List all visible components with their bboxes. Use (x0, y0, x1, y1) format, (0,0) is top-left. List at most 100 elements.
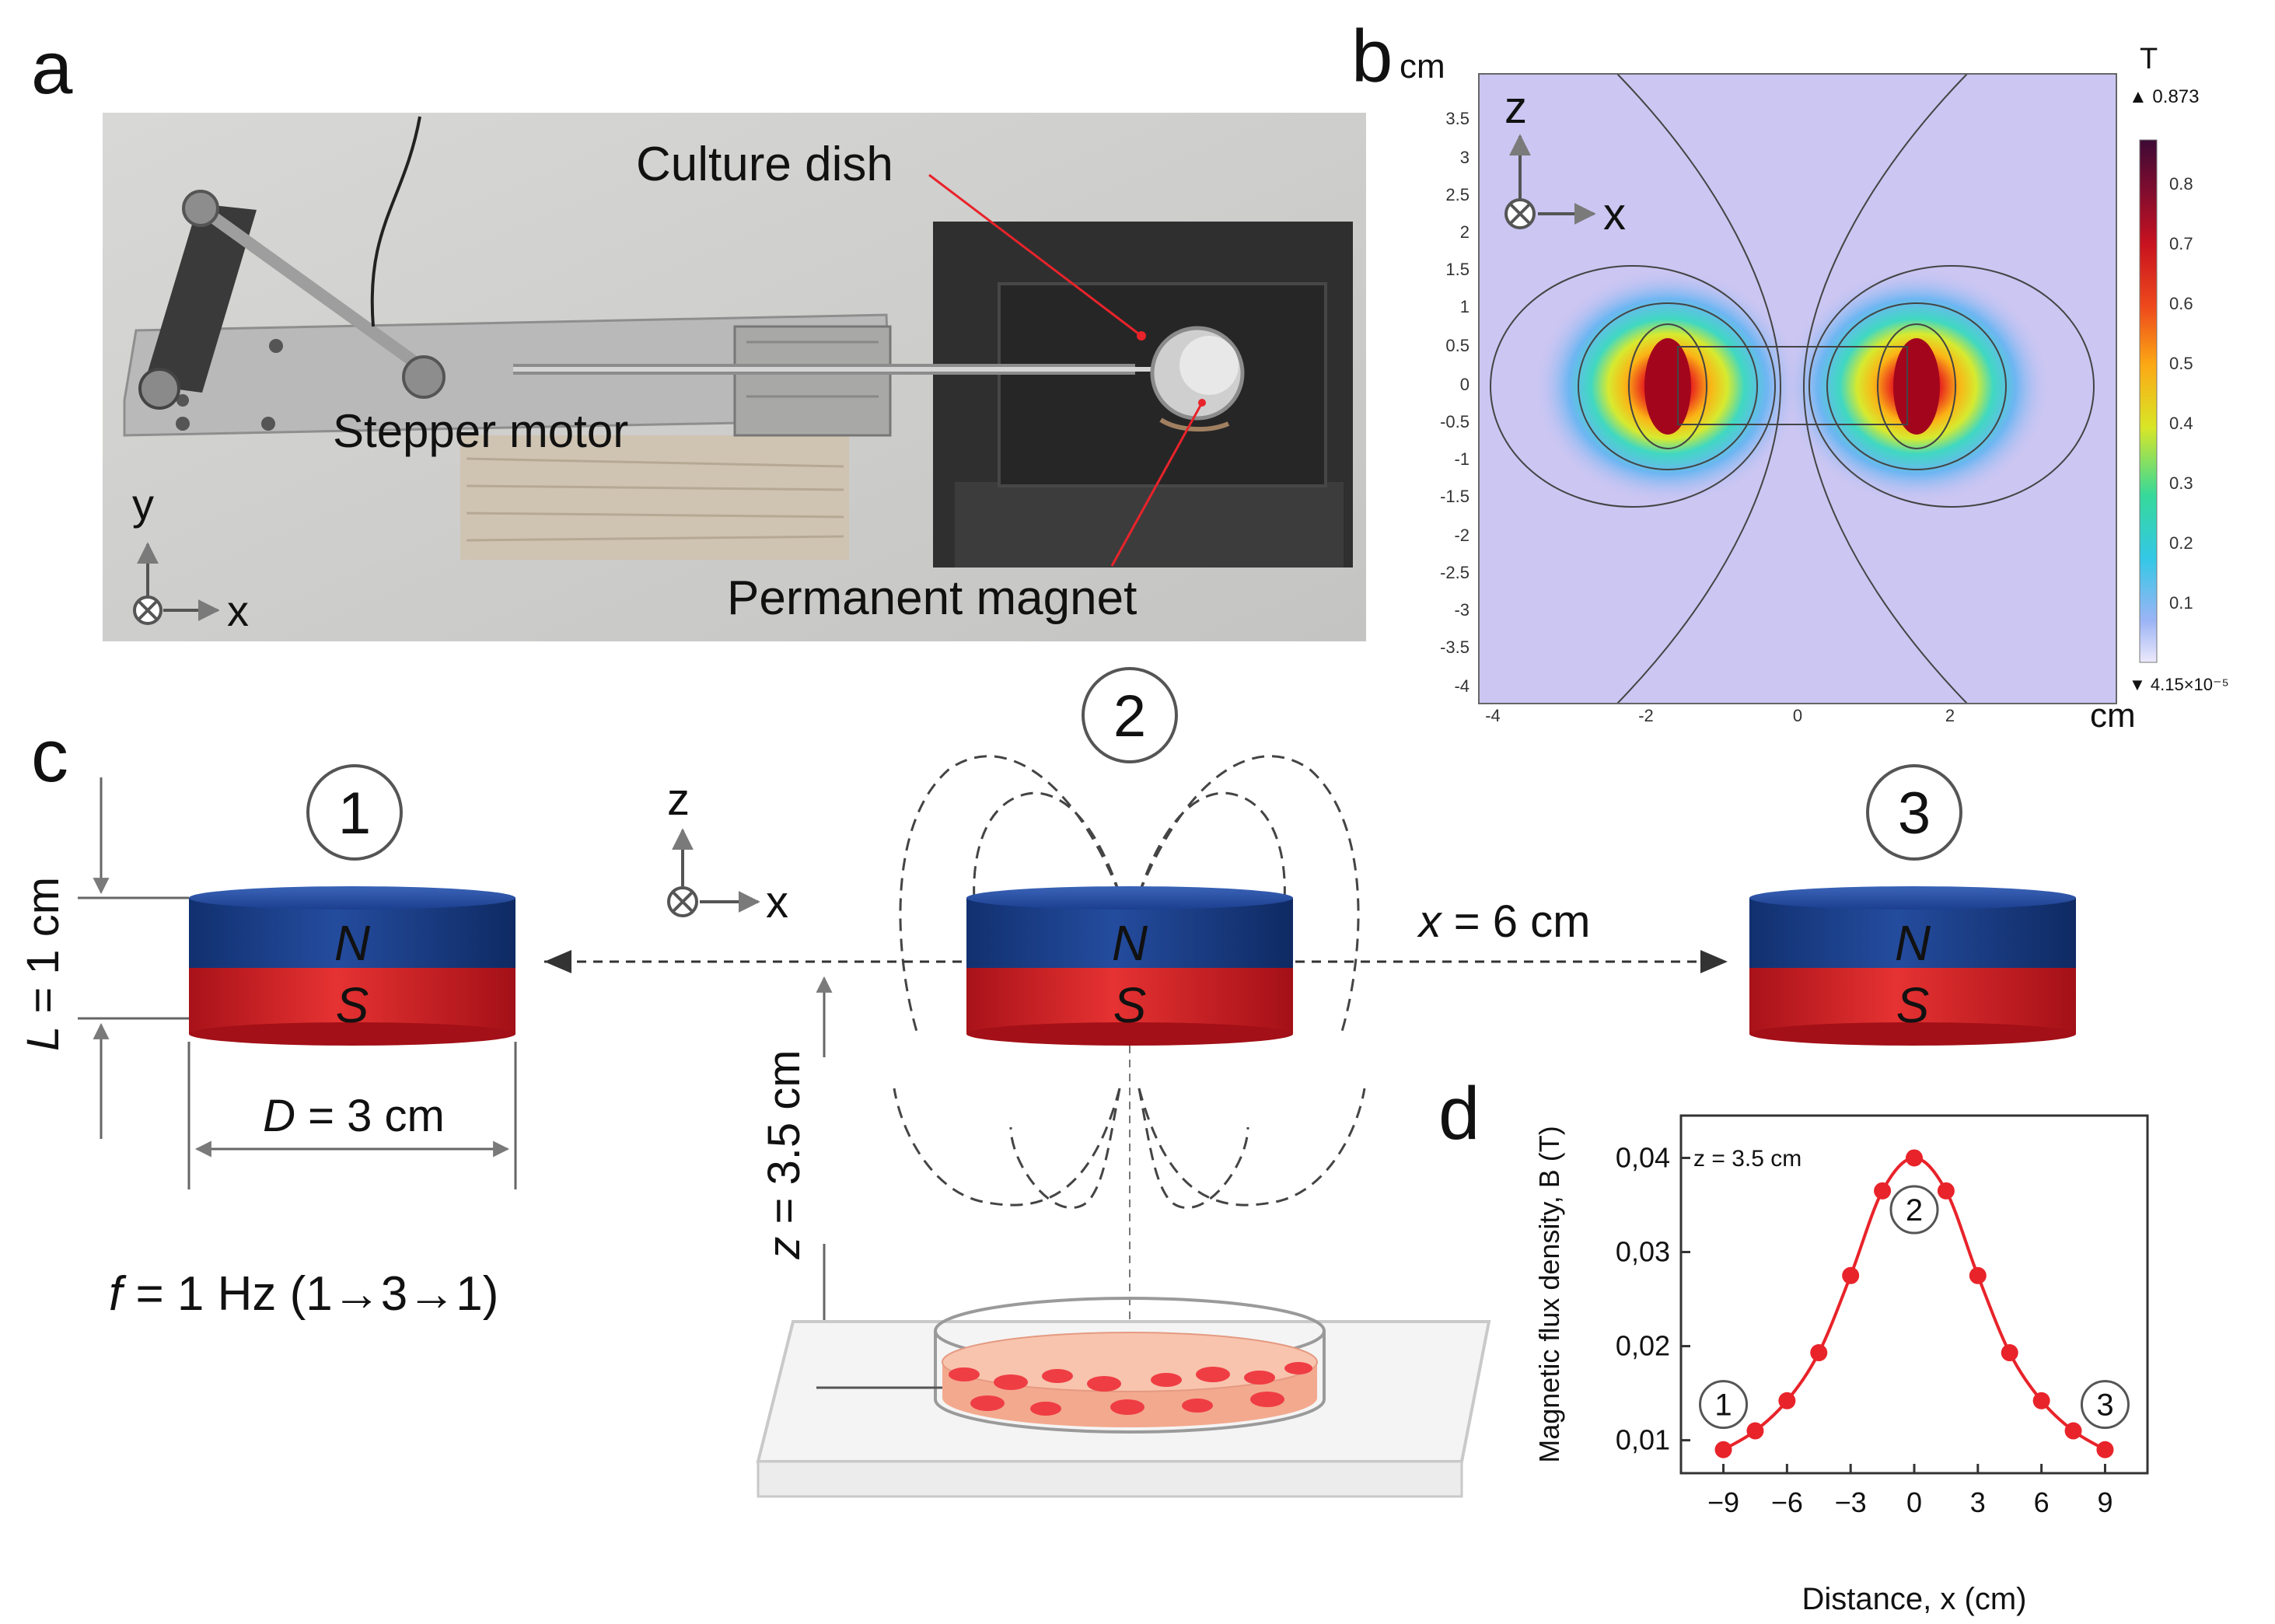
frequency-label: f = 1 Hz (1→3→1) (109, 1267, 498, 1321)
data-point (1874, 1182, 1892, 1200)
svg-text:-1: -1 (1454, 449, 1469, 469)
diagram-axis-x-label: x (766, 877, 788, 927)
chart-position-marker (1889, 1185, 1939, 1235)
D-dimension-label: D = 3 cm (263, 1091, 445, 1141)
position-1-label: 1 (338, 781, 371, 847)
svg-text:2: 2 (1945, 706, 1955, 725)
magnet-1: N S (189, 886, 515, 1046)
data-point (1746, 1422, 1764, 1440)
svg-text:1: 1 (1460, 297, 1469, 316)
chart-position-marker (2080, 1380, 2130, 1430)
svg-text:S: S (1896, 977, 1930, 1033)
chart-y-axis-label: Magnetic flux density, B (T) (1533, 1126, 1565, 1462)
svg-text:-1.5: -1.5 (1440, 487, 1469, 506)
position-markers (306, 667, 1962, 861)
x-tick-label: −9 (1707, 1486, 1739, 1518)
chart-position-marker-label: 1 (1714, 1388, 1732, 1423)
svg-text:0.5: 0.5 (2169, 354, 2193, 373)
z-distance-label: z = 3.5 cm (759, 1049, 809, 1259)
data-point (1906, 1149, 1923, 1167)
data-point (1778, 1392, 1796, 1409)
data-point (1842, 1266, 1860, 1284)
heatmap-x-ticks: -4 -2 0 2 (1485, 706, 1955, 725)
x-distance-label: x = 6 cm (1417, 896, 1591, 947)
culture-dish-illustration (756, 1297, 1491, 1498)
data-point (1937, 1182, 1955, 1200)
culture-dish-label: Culture dish (636, 138, 893, 191)
colorbar-max: ▲ 0.873 (2129, 86, 2199, 107)
svg-text:-2.5: -2.5 (1440, 563, 1469, 582)
data-point (1969, 1266, 1987, 1284)
panel-letter-a: a (31, 26, 73, 110)
y-tick-label: 0,04 (1616, 1141, 1670, 1173)
chart-position-marker (1699, 1380, 1749, 1430)
x-tick-label: −6 (1771, 1486, 1803, 1518)
svg-text:0.3: 0.3 (2169, 473, 2193, 493)
y-tick-label: 0,01 (1616, 1424, 1670, 1456)
photo-axis-x-label: x (227, 586, 249, 635)
diagram-axis-z-label: z (667, 774, 690, 825)
photo-axis-y-label: y (132, 480, 154, 529)
svg-text:0.8: 0.8 (2169, 174, 2193, 194)
x-tick-label: 9 (2097, 1486, 2112, 1518)
chart-position-marker-label: 2 (1906, 1193, 1923, 1228)
magnet-2: N S (966, 886, 1293, 1046)
chart-x-axis-label: Distance, x (cm) (1802, 1582, 2027, 1616)
svg-text:S: S (336, 977, 369, 1033)
colorbar-unit: T (2140, 43, 2158, 75)
L-dimension-label: L = 1 cm (18, 877, 68, 1051)
magnet-3: N S (1749, 886, 2076, 1046)
svg-text:0.5: 0.5 (1445, 336, 1469, 355)
svg-text:0: 0 (1793, 706, 1802, 725)
svg-text:-3.5: -3.5 (1440, 637, 1469, 657)
data-point (2001, 1344, 2018, 1362)
position-2-label: 2 (1113, 683, 1146, 749)
diagram-axes (667, 828, 760, 917)
svg-text:-3: -3 (1454, 600, 1469, 620)
svg-text:-2: -2 (1638, 706, 1654, 725)
svg-text:0.7: 0.7 (2169, 234, 2193, 253)
svg-text:0: 0 (1460, 375, 1469, 394)
heatmap-axis-x-label: x (1603, 189, 1626, 239)
svg-text:-4: -4 (1485, 706, 1501, 725)
position-3-label: 3 (1898, 781, 1931, 847)
svg-text:N: N (1895, 915, 1931, 971)
svg-text:0.2: 0.2 (2169, 533, 2193, 553)
svg-text:2: 2 (1460, 222, 1469, 242)
heatmap-x-unit: cm (2090, 697, 2136, 735)
x-tick-label: 0 (1906, 1486, 1922, 1518)
data-point (1714, 1441, 1732, 1458)
field-heatmap: z x (1478, 73, 2117, 704)
travel-arrow-left (544, 950, 571, 973)
data-point (2032, 1392, 2050, 1409)
stepper-motor-label: Stepper motor (333, 405, 628, 457)
svg-text:1.5: 1.5 (1445, 260, 1469, 279)
svg-text:0.4: 0.4 (2169, 414, 2193, 433)
field-lines (893, 755, 1366, 1209)
panel-letter-d: d (1438, 1072, 1480, 1155)
data-point (2064, 1422, 2082, 1440)
photo-setup: Culture dish Stepper motor Permanent mag… (103, 113, 1366, 641)
colorbar: T ▲ 0.873 0.8 0.7 0.6 0.5 0.4 0.3 0.2 0.… (2129, 43, 2229, 694)
colorbar-min: ▼ 4.15×10⁻⁵ (2129, 675, 2229, 694)
panel-letter-b: b (1351, 15, 1393, 98)
x-tick-label: 3 (1970, 1486, 1986, 1518)
heatmap-y-ticks: 3.5 3 2.5 2 1.5 1 0.5 0 -0.5 -1 -1.5 -2 … (1440, 109, 1469, 696)
travel-arrow-right (1700, 950, 1728, 973)
x-tick-label: 6 (2034, 1486, 2050, 1518)
data-point (1810, 1344, 1828, 1362)
panel-letter-c: c (31, 714, 68, 798)
permanent-magnet-label: Permanent magnet (727, 571, 1137, 625)
svg-text:S: S (1113, 977, 1147, 1033)
x-tick-label: −3 (1835, 1486, 1867, 1518)
svg-text:-0.5: -0.5 (1440, 412, 1469, 431)
heatmap-axis-z-label: z (1504, 82, 1527, 133)
svg-text:2.5: 2.5 (1445, 185, 1469, 204)
svg-text:0.1: 0.1 (2169, 593, 2193, 613)
y-tick-label: 0,02 (1616, 1330, 1670, 1362)
svg-text:-2: -2 (1454, 526, 1469, 545)
svg-text:3: 3 (1460, 148, 1469, 167)
svg-text:0.6: 0.6 (2169, 294, 2193, 313)
